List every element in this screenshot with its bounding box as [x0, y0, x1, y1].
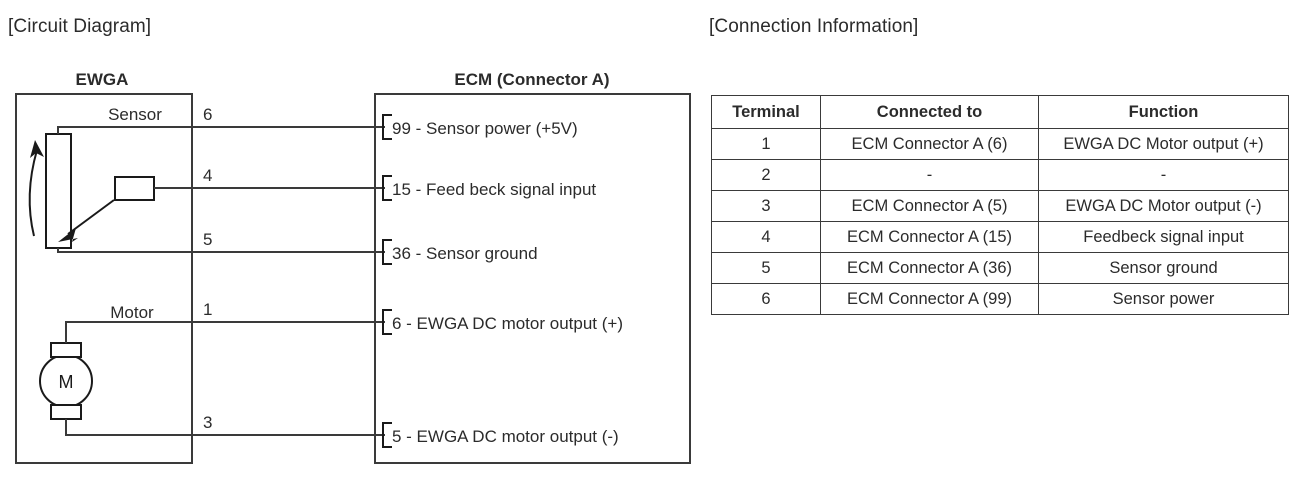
- cell-terminal: 6: [711, 283, 821, 315]
- connection-information-title: [Connection Information]: [709, 16, 919, 37]
- cell-terminal: 5: [711, 252, 821, 284]
- wire-motor-output-negative: [65, 419, 385, 436]
- ecm-terminal-bracket-99: [382, 114, 392, 140]
- ewga-terminal-number-6: 6: [203, 105, 212, 124]
- ecm-box-label: ECM (Connector A): [454, 70, 609, 89]
- rotation-arrow-head-icon: [30, 140, 44, 158]
- cell-terminal: 2: [711, 159, 821, 191]
- cell-connected: ECM Connector A (6): [820, 128, 1039, 160]
- ecm-pin-label-5: 5 - EWGA DC motor output (-): [392, 427, 619, 446]
- wire-sensor-power: [57, 126, 385, 134]
- potentiometer-element-icon: [45, 133, 72, 249]
- potentiometer-wiper-icon: [114, 176, 155, 201]
- wire-sensor-ground: [57, 248, 385, 253]
- cell-function: Sensor ground: [1038, 252, 1289, 284]
- cell-connected: -: [820, 159, 1039, 191]
- cell-function: -: [1038, 159, 1289, 191]
- table-row: 1 ECM Connector A (6) EWGA DC Motor outp…: [711, 128, 1289, 160]
- cell-function: EWGA DC Motor output (-): [1038, 190, 1289, 222]
- motor-top-brush-icon: [50, 342, 82, 358]
- cell-function: EWGA DC Motor output (+): [1038, 128, 1289, 160]
- rotation-arrow-icon: [28, 149, 38, 237]
- ecm-pin-label-15: 15 - Feed beck signal input: [392, 180, 596, 199]
- motor-label: Motor: [110, 303, 154, 322]
- cell-function: Feedbeck signal input: [1038, 221, 1289, 253]
- ecm-enclosure: [374, 93, 691, 464]
- ewga-enclosure: [15, 93, 193, 464]
- ewga-terminal-number-5: 5: [203, 230, 212, 249]
- cell-connected: ECM Connector A (5): [820, 190, 1039, 222]
- circuit-diagram-title: [Circuit Diagram]: [8, 16, 152, 37]
- ecm-pin-label-99: 99 - Sensor power (+5V): [392, 119, 578, 138]
- table-header-row: Terminal Connected to Function: [711, 95, 1289, 129]
- connection-table: Terminal Connected to Function 1 ECM Con…: [711, 95, 1289, 315]
- table-row: 3 ECM Connector A (5) EWGA DC Motor outp…: [711, 190, 1289, 222]
- ewga-terminal-number-4: 4: [203, 166, 212, 185]
- ewga-terminal-number-1: 1: [203, 300, 212, 319]
- cell-terminal: 3: [711, 190, 821, 222]
- dc-motor-glyph: M: [59, 372, 74, 392]
- connection-information-panel: Terminal Connected to Function 1 ECM Con…: [711, 95, 1289, 315]
- wire-motor-output-positive: [65, 321, 385, 343]
- cell-connected: ECM Connector A (99): [820, 283, 1039, 315]
- ewga-terminal-number-3: 3: [203, 413, 212, 432]
- cell-terminal: 4: [711, 221, 821, 253]
- column-header-connected: Connected to: [820, 95, 1039, 129]
- ecm-terminal-bracket-36: [382, 239, 392, 265]
- cell-terminal: 1: [711, 128, 821, 160]
- ecm-pin-label-36: 36 - Sensor ground: [392, 244, 538, 263]
- sensor-label: Sensor: [108, 105, 162, 124]
- table-row: 5 ECM Connector A (36) Sensor ground: [711, 252, 1289, 284]
- wiper-arrow-head-icon: [58, 228, 78, 242]
- ecm-terminal-bracket-15: [382, 175, 392, 201]
- cell-connected: ECM Connector A (15): [820, 221, 1039, 253]
- table-row: 4 ECM Connector A (15) Feedbeck signal i…: [711, 221, 1289, 253]
- cell-connected: ECM Connector A (36): [820, 252, 1039, 284]
- ecm-pin-label-6: 6 - EWGA DC motor output (+): [392, 314, 623, 333]
- column-header-terminal: Terminal: [711, 95, 821, 129]
- column-header-function: Function: [1038, 95, 1289, 129]
- table-row: 6 ECM Connector A (99) Sensor power: [711, 283, 1289, 315]
- table-row: 2 - -: [711, 159, 1289, 191]
- motor-bottom-brush-icon: [50, 404, 82, 420]
- circuit-diagram: M EWGA ECM (Connector A) Sensor Motor 6 …: [15, 70, 691, 464]
- ewga-box-label: EWGA: [76, 70, 129, 89]
- ecm-terminal-bracket-6: [382, 309, 392, 335]
- cell-function: Sensor power: [1038, 283, 1289, 315]
- ecm-terminal-bracket-5: [382, 422, 392, 448]
